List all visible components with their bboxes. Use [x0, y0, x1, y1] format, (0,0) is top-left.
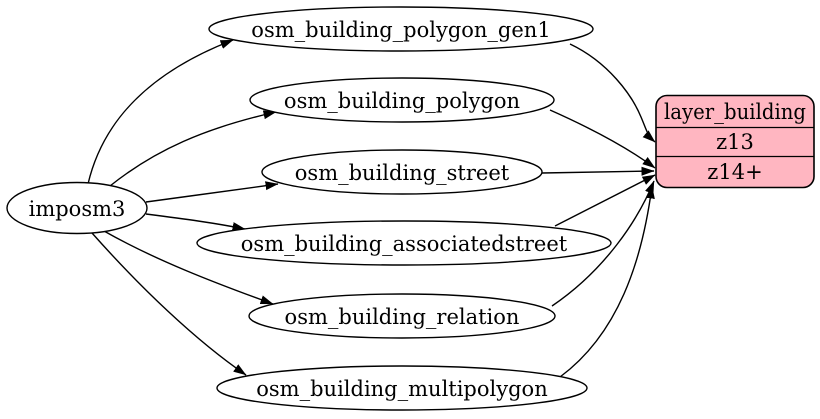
imposm3-label: imposm3 [29, 197, 126, 221]
node-layer-building: layer_building z13 z14+ [655, 94, 815, 189]
osm_building_relation-ellipse [248, 293, 556, 339]
edge-imposm3-osm_building_relation [103, 230, 274, 305]
node-osm_building_street: osm_building_street [261, 149, 543, 195]
edge-osm_building_polygon_gen1-z13 [569, 43, 656, 143]
osm_building_polygon_gen1-label: osm_building_polygon_gen1 [251, 18, 550, 42]
imposm3-ellipse [6, 181, 148, 235]
osm_building_street-label: osm_building_street [295, 161, 510, 185]
layer-building-box [655, 94, 815, 189]
node-osm_building_multipolygon: osm_building_multipolygon [216, 365, 588, 411]
node-osm_building_polygon_gen1: osm_building_polygon_gen1 [208, 6, 594, 52]
layer-building-row-z13: z13 [716, 130, 754, 154]
osm_building_relation-label: osm_building_relation [285, 305, 520, 329]
edge-imposm3-osm_building_polygon [109, 110, 277, 187]
osm_building_polygon-ellipse [249, 77, 555, 123]
osm_building_street-ellipse [261, 149, 543, 195]
edge-imposm3-osm_building_associatedstreet [145, 213, 246, 231]
node-osm_building_associatedstreet: osm_building_associatedstreet [196, 220, 612, 266]
edge-imposm3-osm_building_street [145, 181, 279, 203]
osm_building_associatedstreet-ellipse [196, 220, 612, 266]
edge-imposm3-osm_building_polygon_gen1 [87, 39, 234, 185]
osm_building_multipolygon-label: osm_building_multipolygon [256, 377, 547, 401]
osm_building_polygon_gen1-ellipse [208, 6, 594, 52]
node-osm_building_polygon: osm_building_polygon [249, 77, 555, 123]
edge-osm_building_multipolygon-z14 [559, 185, 655, 378]
osm_building_associatedstreet-label: osm_building_associatedstreet [241, 232, 568, 256]
osm_building_multipolygon-ellipse [216, 365, 588, 411]
node-osm_building_relation: osm_building_relation [248, 293, 556, 339]
edge-osm_building_associatedstreet-z14 [554, 174, 656, 227]
edge-osm_building_street-z14 [541, 166, 655, 176]
layer-building-row-z14: z14+ [707, 160, 762, 184]
node-imposm3: imposm3 [6, 181, 148, 235]
edge-osm_building_polygon-z14 [549, 109, 656, 169]
edge-imposm3-osm_building_multipolygon [91, 232, 247, 376]
layer-building-title: layer_building [664, 100, 806, 124]
osm_building_polygon-label: osm_building_polygon [284, 89, 520, 113]
